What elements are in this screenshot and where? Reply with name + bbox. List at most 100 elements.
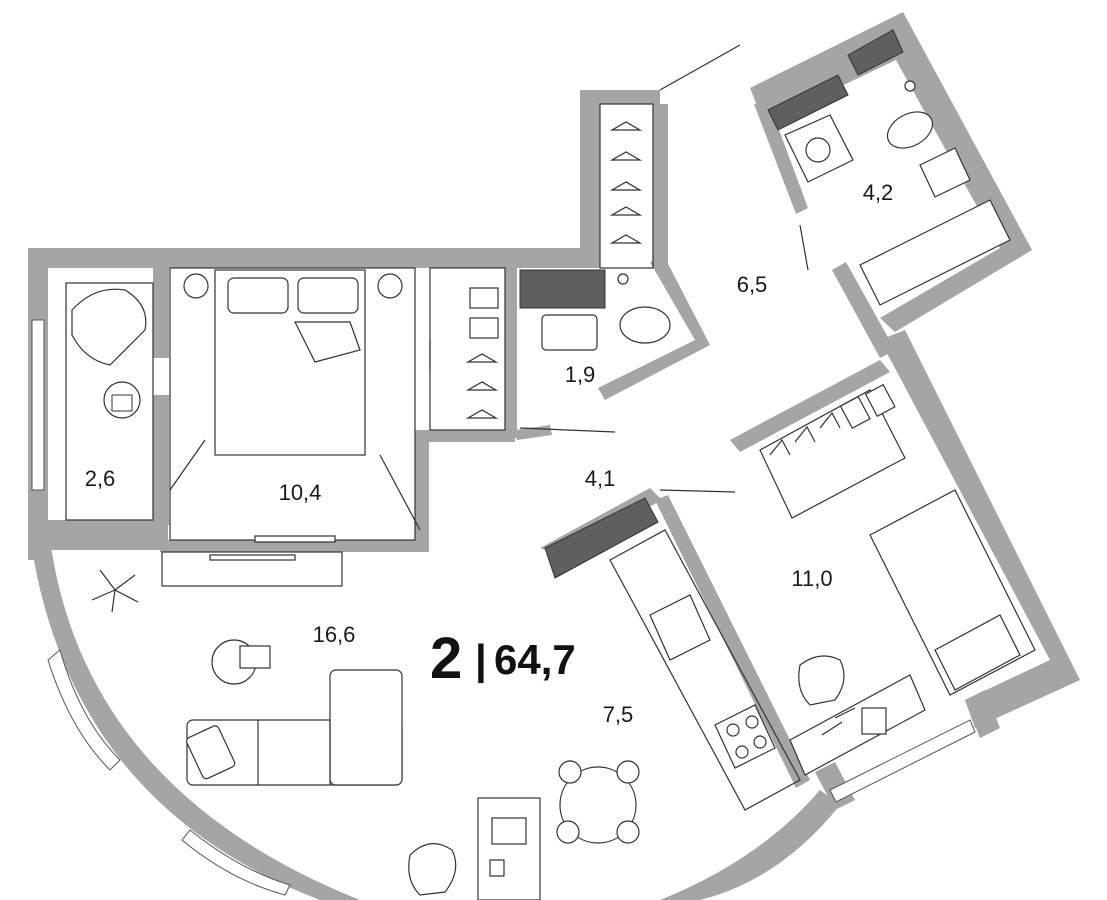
bedroom-area-label: 10,4 — [279, 480, 322, 505]
sink-icon-2 — [919, 147, 971, 198]
dining-chair-icon-4 — [616, 820, 640, 844]
toilet-icon — [619, 306, 671, 344]
loggia-area-label: 2,6 — [85, 466, 116, 491]
wall-closet2-bottom — [515, 425, 552, 440]
door-swing — [169, 439, 206, 491]
bathroom-door-line — [799, 224, 809, 271]
sink-icon — [541, 314, 598, 351]
hanger-icon — [609, 121, 643, 131]
walls — [28, 12, 1080, 900]
laptop-icon — [491, 817, 527, 845]
cooktop-icon — [714, 704, 776, 769]
wall-bathroom-left — [754, 100, 808, 214]
rooms-count: 2 — [430, 626, 462, 691]
tv-unit-outline — [161, 551, 343, 587]
hanger-icon-6 — [465, 353, 499, 363]
wall-loggia-floor — [28, 520, 168, 550]
wall-closet-right — [653, 104, 668, 268]
hanger-icon-10 — [794, 425, 816, 443]
wc-drain-icon — [617, 273, 629, 285]
pillow-icon — [227, 277, 289, 314]
wall-loggia-bottom — [153, 395, 169, 525]
wall-wc — [598, 258, 710, 400]
bedroom2-door-line — [659, 489, 736, 493]
washer-drum-icon — [805, 137, 831, 163]
window-loggia — [31, 319, 45, 491]
wall-kitchen-bedroom2 — [655, 495, 810, 788]
wall-bathroom-bottom — [832, 262, 895, 358]
wc-cabinet — [519, 269, 606, 309]
hall-area-label: 6,5 — [737, 272, 768, 297]
wc-furniture — [519, 269, 671, 351]
door-swing-2 — [379, 454, 421, 531]
wall-curved — [28, 520, 360, 900]
corridor-area-label: 4,1 — [585, 466, 616, 491]
folded-clothes-icon-4 — [864, 383, 896, 417]
counter-outline — [609, 529, 801, 811]
kitchen-sink-icon — [649, 594, 711, 661]
folded-clothes-icon-3 — [839, 395, 871, 429]
bath-drain-icon — [904, 80, 916, 92]
wall-loggia-top — [153, 268, 169, 358]
desk-icon — [789, 674, 926, 776]
folded-clothes-icon — [469, 287, 499, 309]
office-chair-icon — [408, 843, 457, 896]
phone-icon — [489, 859, 505, 877]
nightstand-lamp-icon-2 — [377, 273, 403, 299]
tv-icon-2 — [209, 554, 296, 561]
bathroom-cabinet — [767, 74, 849, 131]
dining-chair-icon-3 — [556, 820, 580, 844]
burner-icon-3 — [735, 745, 749, 759]
living-room-area-label: 16,6 — [313, 622, 356, 647]
wall-bedroom-right — [415, 430, 429, 552]
hanger-icon-8 — [465, 409, 499, 419]
bathtub-icon — [859, 199, 1011, 306]
living-furniture — [91, 551, 541, 900]
windows — [31, 319, 976, 896]
toilet-icon-2 — [886, 111, 934, 149]
hanger-icon-2 — [609, 151, 643, 161]
dining-chair-icon — [558, 760, 582, 784]
wall-right — [880, 330, 1080, 728]
summary-separator: | — [475, 636, 487, 684]
tv-icon — [254, 535, 336, 543]
entry-door-line — [659, 44, 741, 91]
area-labels: 2,6 10,4 1,9 6,5 4,2 4,1 16,6 7,5 11,0 — [85, 180, 894, 727]
bedroom2-furniture — [759, 383, 1036, 776]
dining-table-icon — [559, 766, 637, 844]
hanger-icon-11 — [819, 411, 841, 429]
dining-chair-icon-2 — [616, 760, 640, 784]
loggia-furniture — [65, 282, 154, 521]
folded-clothes-icon-2 — [469, 317, 499, 339]
loggia-outline — [65, 282, 154, 521]
wall-closet2 — [505, 268, 517, 438]
side-table-icon — [103, 381, 141, 419]
work-desk-outline — [477, 797, 541, 900]
hanger-icon-7 — [465, 381, 499, 391]
burner-icon-4 — [753, 735, 767, 749]
wall-top-left — [28, 248, 585, 318]
burner-icon-2 — [745, 715, 759, 729]
total-area: 64,7 — [494, 636, 576, 683]
burner-icon — [726, 723, 740, 737]
door-lines — [519, 44, 809, 493]
hanger-icon-9 — [769, 438, 791, 456]
window-living-1 — [47, 649, 121, 771]
bedroom-furniture — [169, 267, 506, 543]
wall-closet-left — [580, 90, 660, 268]
window-living-2 — [181, 829, 291, 896]
bathroom-furniture — [767, 29, 1011, 306]
closet-outline — [599, 103, 654, 269]
nightstand-lamp-icon — [183, 273, 209, 299]
wc-area-label: 1,9 — [565, 362, 596, 387]
hanger-icon-5 — [609, 234, 643, 244]
hanger-icon-4 — [609, 206, 643, 216]
cushion-icon — [186, 725, 236, 780]
wall-bedroom-bottom — [160, 540, 428, 552]
bedroom2-area-label: 11,0 — [791, 566, 832, 591]
pillow-icon-2 — [297, 277, 359, 314]
fridge-icon — [544, 497, 659, 579]
wardrobe2-outline — [759, 389, 906, 519]
armchair-icon — [71, 288, 147, 366]
